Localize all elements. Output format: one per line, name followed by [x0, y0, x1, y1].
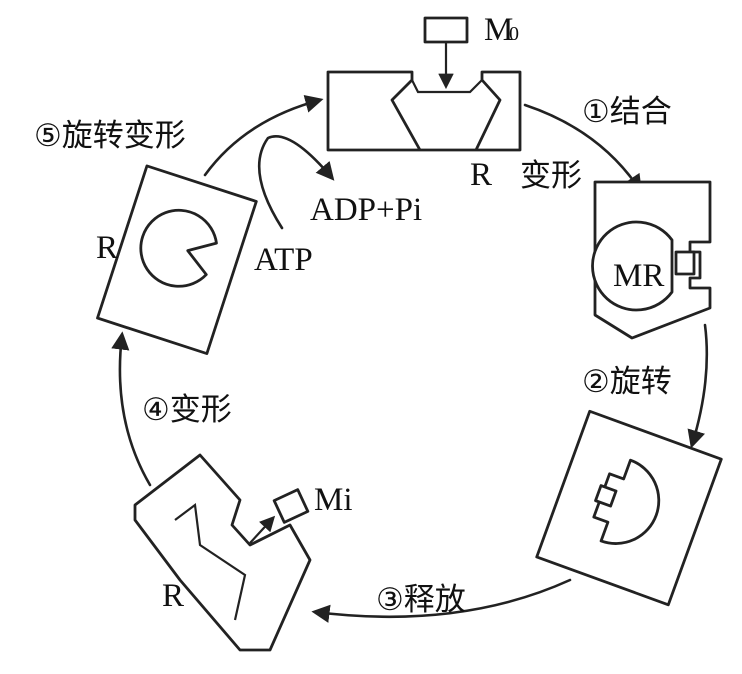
step1-label: ①结合	[582, 94, 672, 130]
receptor-right	[591, 180, 712, 340]
r-bottom-label: R	[162, 578, 184, 614]
m0-label: M	[484, 12, 513, 48]
mi-molecule	[249, 488, 310, 544]
arc-1	[523, 103, 643, 194]
arc-4	[111, 331, 152, 487]
receptor-top	[326, 70, 522, 152]
receptor-left	[96, 164, 258, 356]
deform-top-label: 变形	[520, 158, 582, 194]
m0-molecule: M 0	[423, 12, 519, 90]
step5-label: ⑤旋转变形	[34, 118, 186, 154]
step3-label: ③释放	[376, 582, 466, 618]
m0-subscript: 0	[509, 23, 519, 45]
adp-pi-label: ADP+Pi	[310, 192, 422, 228]
receptor-bottom-left	[133, 453, 312, 652]
atp-arrow	[257, 135, 335, 230]
step2-label: ②旋转	[582, 364, 672, 400]
r-left-label: R	[96, 230, 118, 266]
mi-label: Mi	[314, 482, 353, 518]
r-top-label: R	[470, 157, 492, 193]
receptor-bottom-right	[535, 409, 723, 607]
arc-5-to-top	[203, 94, 324, 177]
cycle-arrows	[111, 94, 709, 623]
arc-3	[311, 578, 572, 623]
mr-label: MR	[613, 258, 664, 294]
arc-2	[687, 323, 709, 449]
step4-label: ④变形	[142, 392, 232, 428]
atp-label: ATP	[254, 242, 313, 278]
